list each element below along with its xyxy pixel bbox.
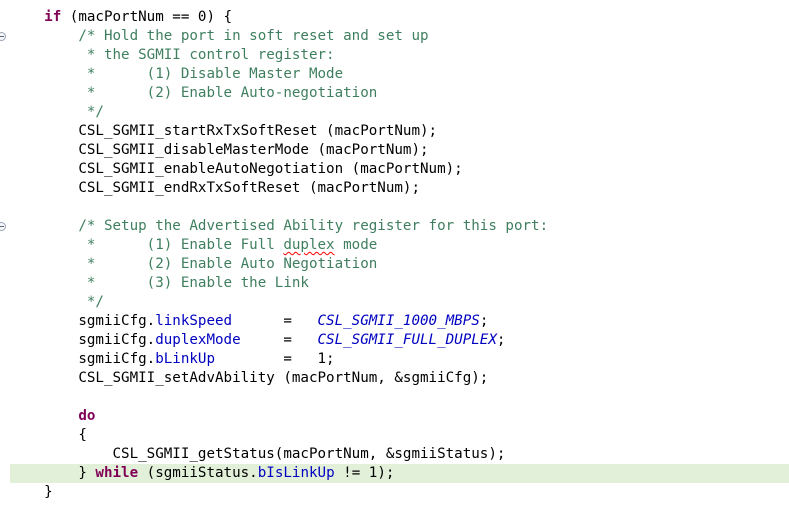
code-token (10, 47, 78, 63)
code-comment: */ (78, 294, 104, 310)
code-keyword: while (95, 465, 139, 481)
code-line-10[interactable]: CSL_SGMII_endRxTxSoftReset (macPortNum); (10, 179, 420, 198)
code-token: != 1); (334, 465, 395, 481)
code-token: bIsLinkUp (257, 465, 335, 481)
code-keyword: do (78, 408, 96, 424)
code-token: CSL_SGMII_FULL_DUPLEX (317, 332, 497, 348)
code-line-8[interactable]: CSL_SGMII_disableMasterMode (macPortNum)… (10, 141, 429, 160)
code-token: sgmiiCfg. (10, 313, 156, 329)
code-line-24[interactable]: CSL_SGMII_getStatus(macPortNum, &sgmiiSt… (10, 445, 505, 464)
code-token: ; (496, 332, 506, 348)
code-comment: * (2) Enable Auto Negotiation (78, 256, 378, 272)
code-line-18[interactable]: sgmiiCfg.duplexMode = CSL_SGMII_FULL_DUP… (10, 331, 505, 350)
code-token (10, 275, 78, 291)
code-line-23[interactable]: { (10, 426, 87, 445)
code-token: CSL_SGMII_endRxTxSoftReset (macPortNum); (10, 180, 420, 196)
fold-collapse-icon[interactable] (0, 222, 6, 231)
code-comment: * (1) Disable Master Mode (78, 66, 344, 82)
code-token (10, 294, 78, 310)
code-line-16[interactable]: */ (10, 293, 104, 312)
code-token: duplexMode (155, 332, 241, 348)
code-token: = (240, 332, 318, 348)
code-comment: * (3) Enable the Link (78, 275, 309, 291)
code-token (10, 85, 78, 101)
code-token: CSL_SGMII_setAdvAbility (macPortNum, &sg… (10, 370, 489, 386)
code-line-14[interactable]: * (2) Enable Auto Negotiation (10, 255, 377, 274)
code-token: sgmiiCfg. (10, 332, 156, 348)
code-line-25[interactable]: } while (sgmiiStatus.bIsLinkUp != 1); (10, 464, 789, 483)
code-comment: mode (334, 237, 378, 253)
editor-gutter (0, 0, 9, 515)
code-token: } (10, 484, 53, 500)
code-comment: /* Setup the Advertised Ability register… (78, 218, 549, 234)
code-keyword: if (44, 9, 62, 25)
code-comment: duplex (283, 237, 335, 253)
code-token: = (232, 313, 318, 329)
code-token: = 1; (215, 351, 335, 367)
code-line-19[interactable]: sgmiiCfg.bLinkUp = 1; (10, 350, 335, 369)
code-comment: * (1) Enable Full (78, 237, 284, 253)
code-line-9[interactable]: CSL_SGMII_enableAutoNegotiation (macPort… (10, 160, 463, 179)
code-line-4[interactable]: * (1) Disable Master Mode (10, 65, 343, 84)
code-token (10, 9, 44, 25)
code-token: CSL_SGMII_1000_MBPS (317, 313, 480, 329)
code-token (10, 28, 78, 44)
code-token: CSL_SGMII_disableMasterMode (macPortNum)… (10, 142, 429, 158)
code-token: (sgmiiStatus. (138, 465, 258, 481)
code-line-22[interactable]: do (10, 407, 95, 426)
code-line-6[interactable]: */ (10, 103, 104, 122)
code-line-1[interactable]: if (macPortNum == 0) { (10, 8, 232, 27)
code-token: CSL_SGMII_getStatus(macPortNum, &sgmiiSt… (10, 446, 506, 462)
code-token (10, 218, 78, 234)
code-comment: */ (78, 104, 104, 120)
code-token: (macPortNum == 0) { (61, 9, 233, 25)
code-line-20[interactable]: CSL_SGMII_setAdvAbility (macPortNum, &sg… (10, 369, 488, 388)
code-line-26[interactable]: } (10, 483, 53, 502)
code-comment: * the SGMII control register: (78, 47, 335, 63)
code-line-5[interactable]: * (2) Enable Auto-negotiation (10, 84, 377, 103)
code-token: } (10, 465, 96, 481)
code-token: sgmiiCfg. (10, 351, 156, 367)
code-line-3[interactable]: * the SGMII control register: (10, 46, 335, 65)
code-token: linkSpeed (155, 313, 233, 329)
code-token: CSL_SGMII_startRxTxSoftReset (macPortNum… (10, 123, 438, 139)
code-token (10, 256, 78, 272)
code-line-17[interactable]: sgmiiCfg.linkSpeed = CSL_SGMII_1000_MBPS… (10, 312, 488, 331)
code-token (10, 104, 78, 120)
code-token: { (10, 427, 87, 443)
code-token: CSL_SGMII_enableAutoNegotiation (macPort… (10, 161, 463, 177)
code-token (10, 408, 78, 424)
code-line-15[interactable]: * (3) Enable the Link (10, 274, 309, 293)
code-token (10, 66, 78, 82)
code-line-2[interactable]: /* Hold the port in soft reset and set u… (10, 27, 429, 46)
code-comment: /* Hold the port in soft reset and set u… (78, 28, 429, 44)
code-token (10, 237, 78, 253)
code-line-7[interactable]: CSL_SGMII_startRxTxSoftReset (macPortNum… (10, 122, 437, 141)
code-comment: * (2) Enable Auto-negotiation (78, 85, 378, 101)
fold-collapse-icon[interactable] (0, 32, 6, 41)
code-token: bLinkUp (155, 351, 216, 367)
code-line-13[interactable]: * (1) Enable Full duplex mode (10, 236, 377, 255)
code-token: ; (479, 313, 489, 329)
code-line-12[interactable]: /* Setup the Advertised Ability register… (10, 217, 548, 236)
